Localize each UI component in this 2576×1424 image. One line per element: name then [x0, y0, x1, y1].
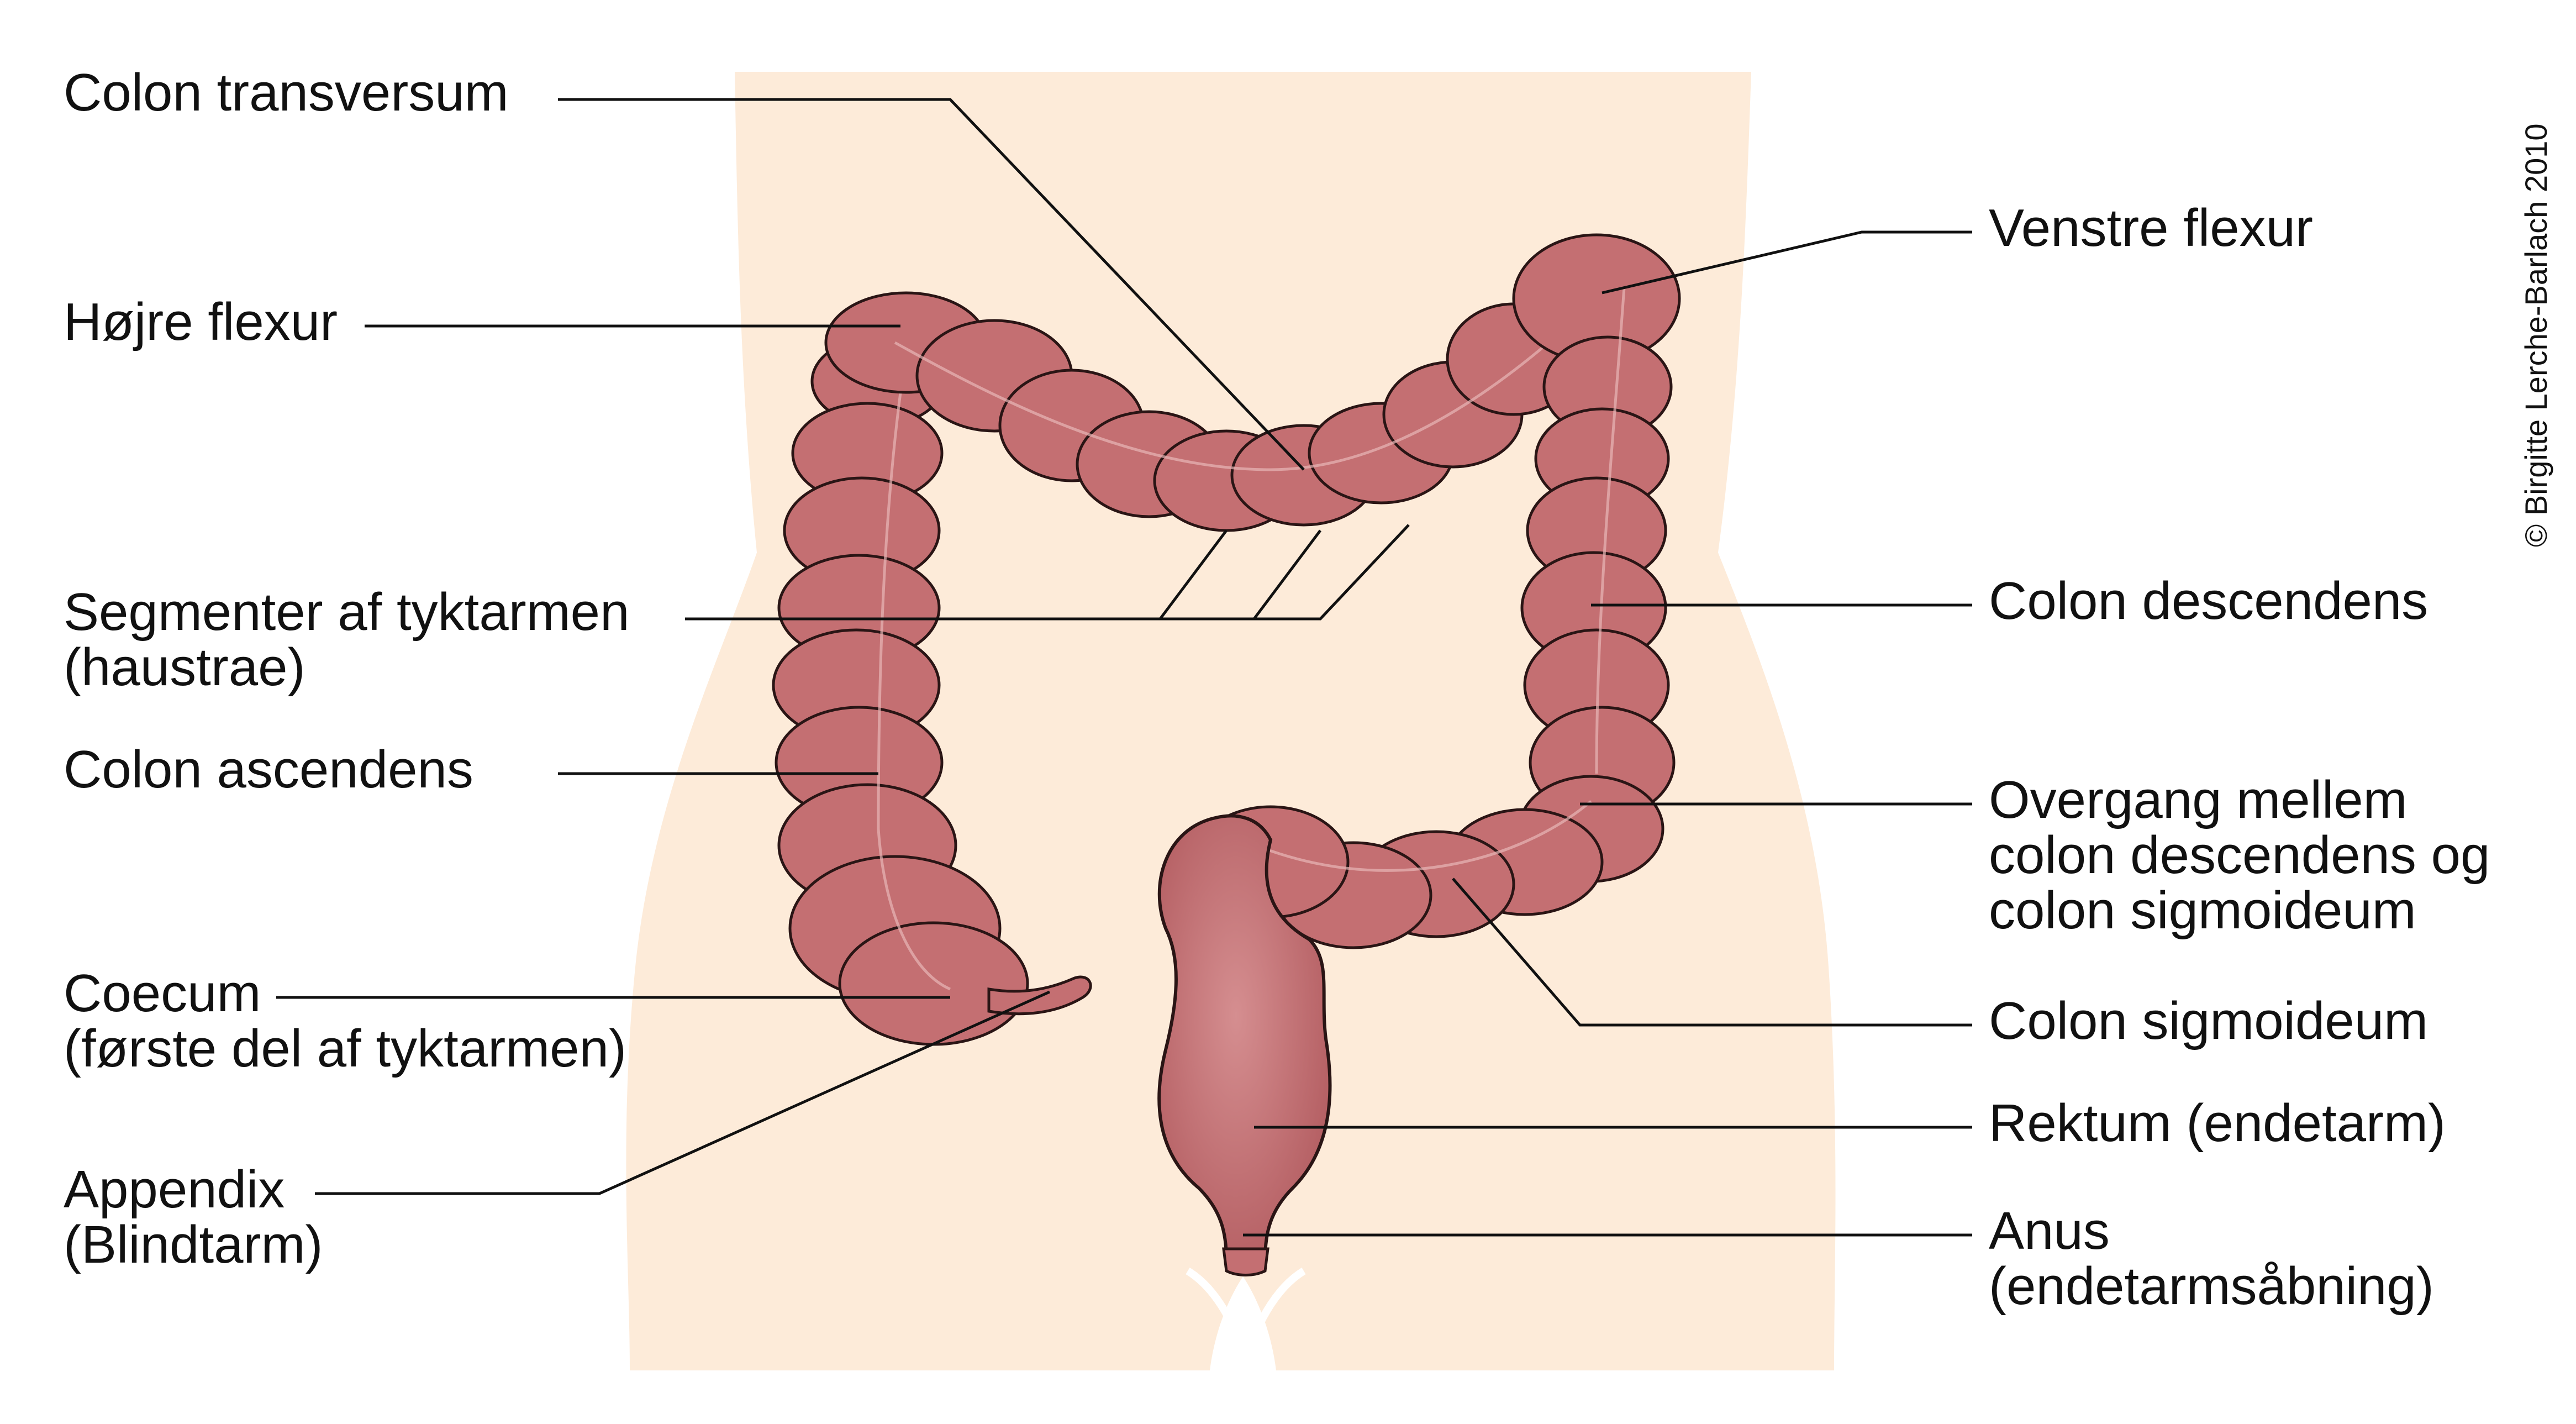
- large-intestine: [772, 233, 1681, 1276]
- label-appendix-line2: (Blindtarm): [64, 1215, 323, 1274]
- label-anus-line1: Anus: [1989, 1201, 2110, 1260]
- leader-appendix: [315, 990, 1051, 1195]
- label-colon-descendens: Colon descendens: [1989, 571, 2428, 630]
- label-coecum-line1: Coecum: [64, 964, 261, 1023]
- leader-venstre-flexur: [1602, 230, 1972, 295]
- label-overgang-line1: Overgang mellem: [1989, 770, 2408, 829]
- leader-segmenter-b: [1253, 529, 1321, 620]
- label-anus-line2: (endetarmsåbning): [1989, 1257, 2434, 1316]
- label-venstre-flexur: Venstre flexur: [1989, 198, 2313, 258]
- label-segmenter-line1: Segmenter af tyktarmen: [64, 582, 629, 642]
- copyright-notice: © Birgitte Lerche-Barlach 2010: [2519, 123, 2553, 547]
- label-overgang-line2: colon descendens og: [1989, 826, 2490, 885]
- colon-ascendens-shape: [772, 335, 1029, 1046]
- anus-shape: [1222, 1247, 1269, 1276]
- label-rektum: Rektum (endetarm): [1989, 1094, 2446, 1153]
- leader-segmenter-a: [1159, 529, 1228, 620]
- label-colon-sigmoideum: Colon sigmoideum: [1989, 991, 2428, 1050]
- leader-colon-sigmoideum: [1452, 877, 1972, 1027]
- label-hojre-flexur: Højre flexur: [64, 292, 338, 351]
- leg-crease-right: [1239, 1267, 1306, 1372]
- label-colon-ascendens: Colon ascendens: [64, 740, 473, 799]
- label-appendix-line1: Appendix: [64, 1160, 285, 1219]
- label-overgang-line3: colon sigmoideum: [1989, 881, 2416, 940]
- label-colon-transversum: Colon transversum: [64, 63, 509, 122]
- label-segmenter-line2: (haustrae): [64, 638, 305, 697]
- leader-colon-transversum: [558, 98, 1305, 471]
- leader-lines: [276, 98, 1972, 1237]
- colon-sigmoideum-shape: [1192, 800, 1604, 949]
- label-coecum-line2: (første del af tyktarmen): [64, 1019, 626, 1078]
- rektum-shape: [1157, 814, 1332, 1262]
- colon-transversum-shape: [894, 302, 1587, 532]
- leader-segmenter: [685, 524, 1410, 621]
